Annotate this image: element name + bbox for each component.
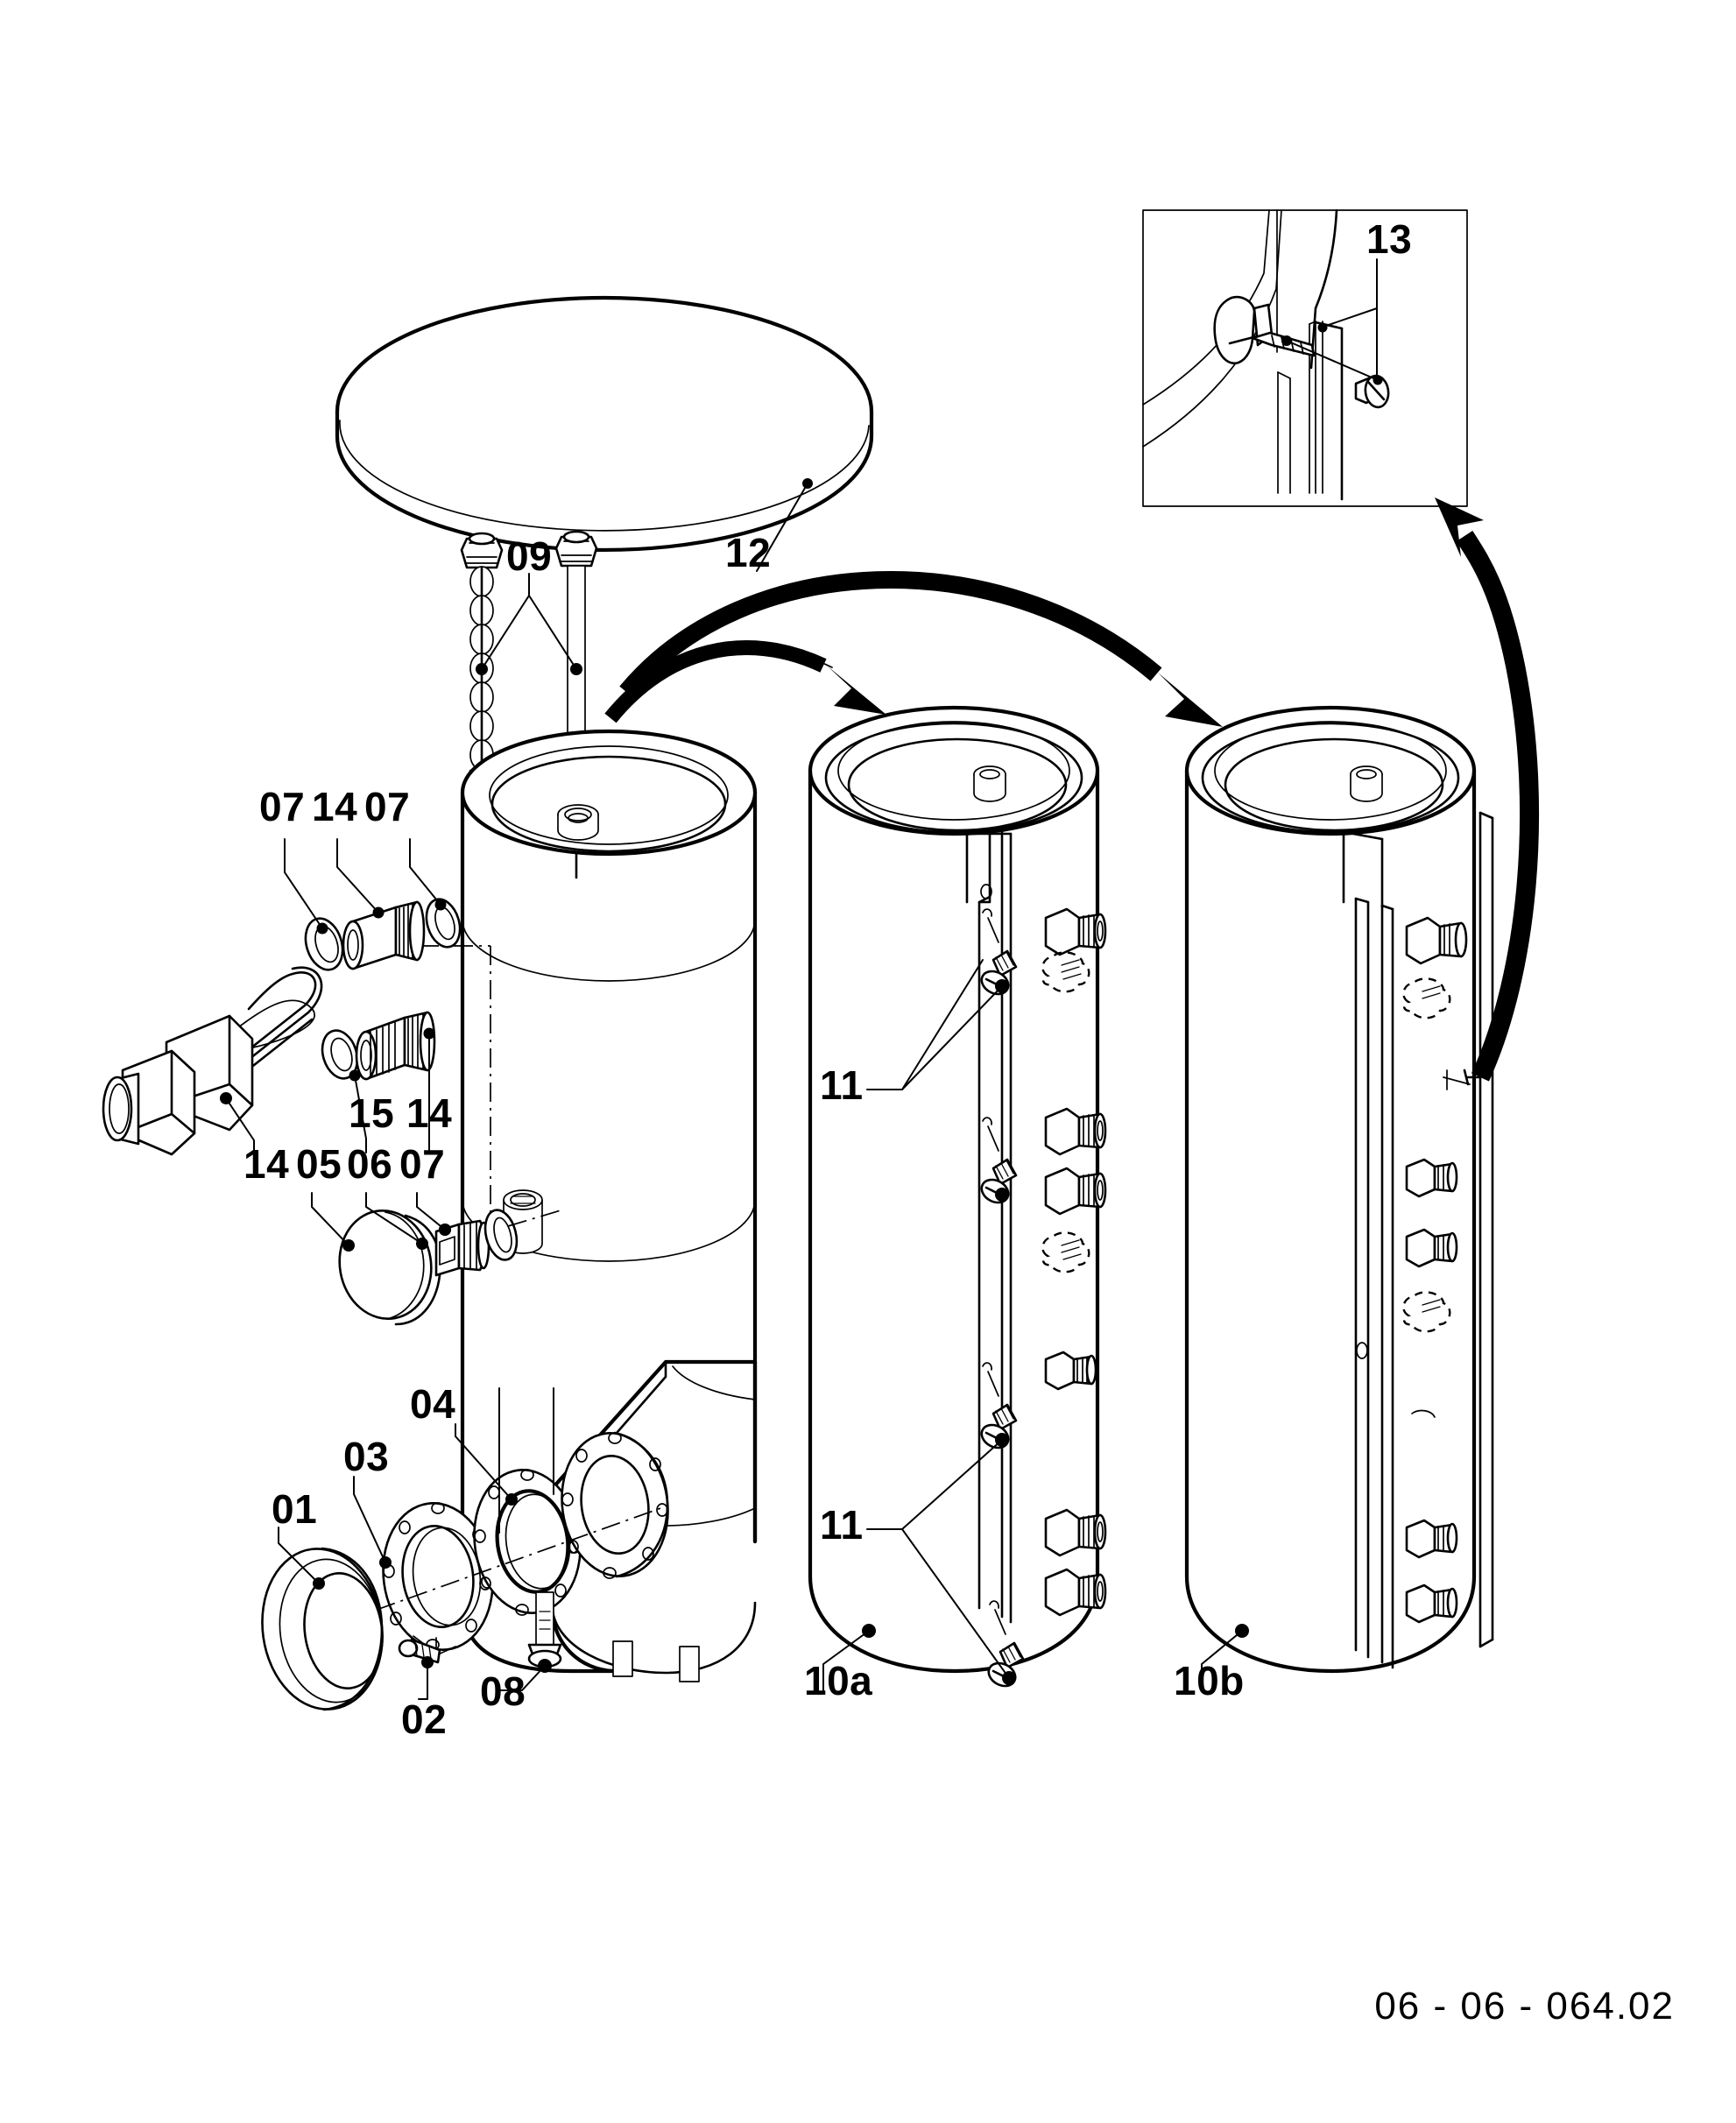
tank-ports-a (1041, 907, 1107, 1617)
union-nipple-15-14 (355, 1011, 436, 1081)
magnesium-anode-rod-chain (460, 532, 504, 772)
callout-14-upper: 14 (312, 784, 358, 829)
sealing-ring-plug (483, 1209, 519, 1261)
screw-plug (434, 1219, 490, 1277)
callout-15: 15 (349, 1090, 395, 1136)
callout-10b: 10b (1174, 1658, 1245, 1703)
insulation-end-cap (261, 1547, 384, 1711)
fitting-stack-upper (284, 838, 462, 971)
flange-assembly (261, 1387, 669, 1711)
callout-07-upper-left: 07 (259, 784, 306, 829)
callout-07-plug: 07 (399, 1141, 446, 1187)
tank-ports-b (1402, 916, 1482, 1624)
callout-14-mid: 14 (406, 1090, 453, 1136)
callout-11-lower: 11 (820, 1502, 864, 1548)
insulation-top-cover-disc (335, 295, 874, 572)
electric-heating-element (102, 966, 323, 1156)
callout-06: 06 (347, 1141, 393, 1187)
plug-assembly (311, 1192, 561, 1326)
drain-screw (498, 1591, 562, 1691)
callout-03: 03 (343, 1434, 390, 1479)
callout-05: 05 (296, 1141, 342, 1187)
arrow-main-to-right-tank (619, 571, 1223, 727)
callout-02: 02 (401, 1696, 448, 1742)
jacket-screw-1 (980, 908, 1018, 996)
callout-14-heater: 14 (243, 1141, 290, 1187)
callout-04: 04 (410, 1381, 456, 1427)
callout-10a: 10a (804, 1658, 873, 1703)
callout-13: 13 (1366, 216, 1413, 262)
callout-01: 01 (272, 1486, 318, 1532)
sealing-ring-15 (321, 1029, 359, 1080)
callout-07-upper-right: 07 (364, 784, 411, 829)
tank-flange-port (561, 1431, 669, 1579)
fitting-stack-lower (321, 1011, 436, 1153)
arrow-to-detail-inset (1435, 497, 1540, 1082)
callout-09: 09 (506, 533, 553, 579)
flange-bolt (398, 1638, 441, 1664)
tank-with-jacket-a (808, 705, 1107, 1691)
tank-with-jacket-b (1184, 705, 1494, 1691)
detail-inset-box (1142, 208, 1468, 507)
flange-cover-plate (382, 1502, 494, 1656)
callout-11-upper: 11 (820, 1062, 864, 1108)
callout-12: 12 (725, 530, 772, 575)
callout-08: 08 (480, 1668, 526, 1714)
union-nipple-upper (342, 900, 426, 970)
insulation-plug-cap (338, 1209, 441, 1326)
drawing-reference: 06 - 06 - 064.02 (1374, 1985, 1675, 2028)
